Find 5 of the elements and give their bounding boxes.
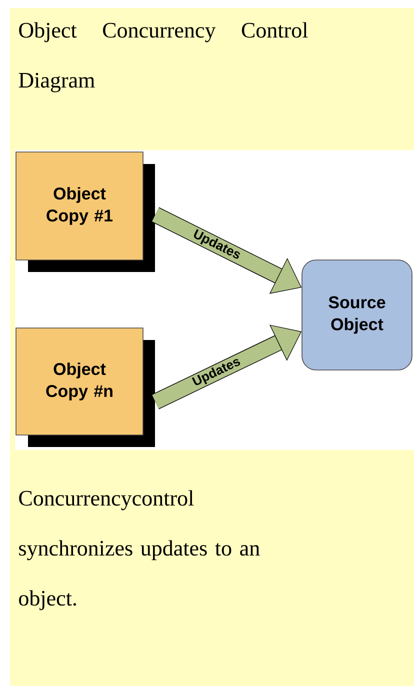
caption: Concurrencycontrol synchronizes updates to an object. — [19, 490, 260, 610]
object-copy-box: Object Copy #n — [16, 328, 155, 447]
title: Object Concurrency Control Diagram — [18, 22, 308, 92]
object-copy-box: Object Copy #1 — [16, 152, 155, 272]
source-object-box: Source Object — [302, 260, 412, 370]
